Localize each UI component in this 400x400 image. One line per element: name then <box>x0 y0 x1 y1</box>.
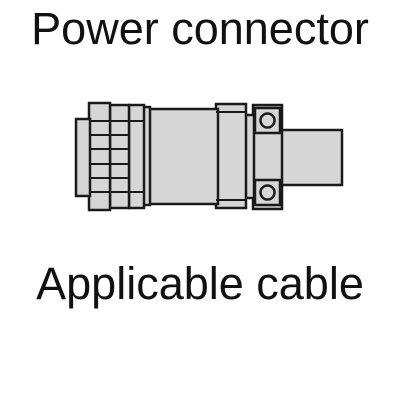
locking-collar <box>214 102 248 210</box>
upper-screw-icon <box>259 112 276 129</box>
ridge-block-1 <box>87 101 112 212</box>
cable <box>278 128 344 187</box>
grip-ribs <box>89 120 144 193</box>
main-barrel <box>146 107 220 206</box>
collar-lines <box>216 111 246 201</box>
diagram-caption: Applicable cable <box>36 258 364 309</box>
diagram-title: Power connector <box>31 3 369 54</box>
front-face <box>74 117 92 198</box>
lower-screw-icon <box>259 184 276 201</box>
